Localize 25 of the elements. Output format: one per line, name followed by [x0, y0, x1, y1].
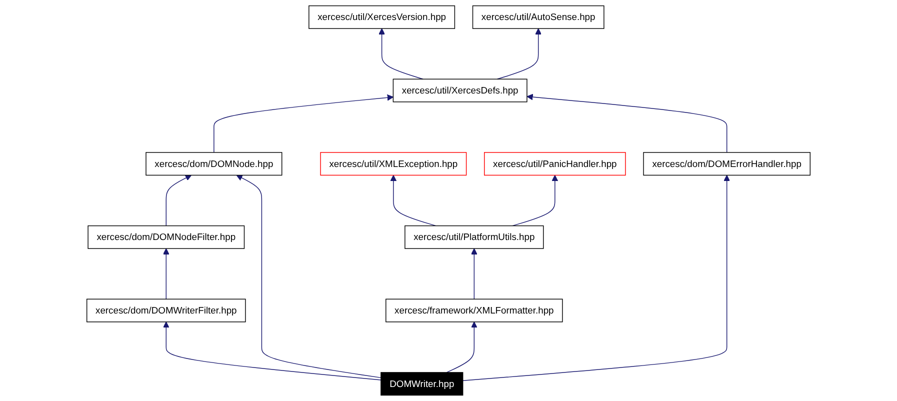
node-box: xercesc/dom/DOMNodeFilter.hpp	[88, 225, 245, 249]
node-box: xercesc/dom/DOMWriterFilter.hpp	[86, 298, 246, 322]
node-box: DOMWriter.hpp	[380, 372, 464, 396]
node-box: xercesc/util/XercesDefs.hpp	[392, 78, 528, 102]
node-box: xercesc/util/XMLException.hpp	[320, 152, 467, 176]
arrow	[496, 28, 542, 80]
node-box: xercesc/util/PlatformUtils.hpp	[404, 225, 544, 249]
node-box: xercesc/dom/DOMNode.hpp	[146, 152, 282, 176]
node-box: xercesc/util/PanicHandler.hpp	[484, 152, 626, 176]
arrow	[236, 174, 382, 378]
arrow	[166, 174, 192, 226]
arrow	[162, 322, 382, 380]
node-box: xercesc/util/AutoSense.hpp	[472, 5, 604, 29]
arrow	[470, 248, 478, 300]
arrow	[378, 28, 424, 80]
arrow	[526, 94, 728, 153]
arrow	[462, 174, 730, 381]
node-box: xercesc/dom/DOMErrorHandler.hpp	[643, 152, 811, 176]
arrow	[214, 94, 394, 153]
node-box: xercesc/framework/XMLFormatter.hpp	[386, 298, 563, 322]
arrow	[162, 248, 170, 300]
arrow	[446, 322, 478, 373]
arrow	[512, 174, 558, 226]
arrow	[390, 174, 436, 226]
node-box: xercesc/util/XercesVersion.hpp	[308, 5, 456, 29]
